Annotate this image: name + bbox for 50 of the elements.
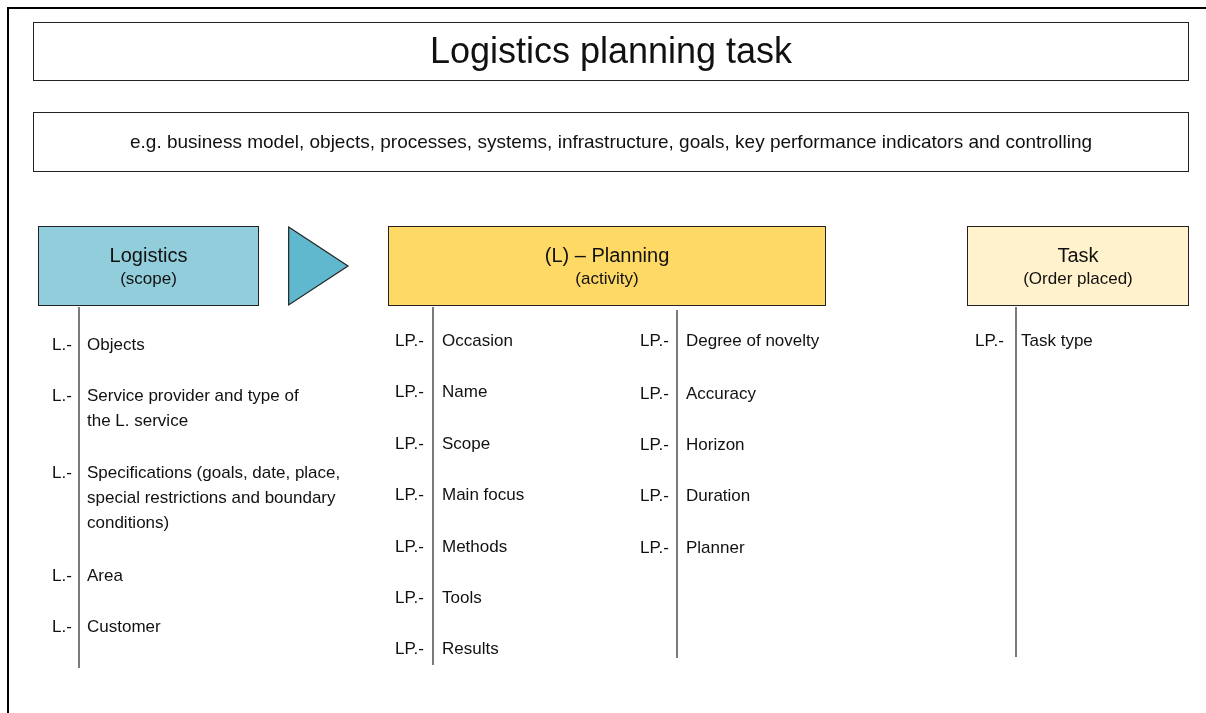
prefix-label: LP.- [975,330,1004,352]
description-text: e.g. business model, objects, processes, systems, infrastructure, goals, key performance indicators and controlling [128,129,1094,154]
list-item: Service provider and type of the L. service [87,385,300,432]
text-box [33,112,1189,172]
prefix-label: LP.- [640,434,669,456]
list-item: Duration [686,485,751,507]
list-item: Horizon [686,434,745,456]
prefix-label: LP.- [640,330,669,352]
prefix-label: L.- [52,616,72,638]
list-item: Planner [686,537,745,559]
text-box [33,22,1189,81]
list-item: Main focus [442,484,525,506]
text-box [967,226,1189,306]
prefix-label: L.- [52,462,72,484]
prefix-label: LP.- [395,484,424,506]
list-item: Specifications (goals, date, place, special restrictions and boundary conditions) [87,462,342,534]
prefix-label: LP.- [395,638,424,660]
box-heading: (L) – Planning [543,242,671,268]
prefix-label: L.- [52,565,72,587]
list-item: Objects [87,334,145,356]
title-text: Logistics planning task [428,29,794,74]
box-subheading: (activity) [574,267,640,290]
prefix-label: LP.- [640,383,669,405]
list-item: Area [87,565,123,587]
prefix-label: LP.- [395,536,424,558]
prefix-label: LP.- [395,433,424,455]
list-item: Scope [442,433,491,455]
prefix-label: LP.- [395,381,424,403]
prefix-label: L.- [52,334,72,356]
box-subheading: (scope) [119,267,178,290]
box-heading: Logistics [108,242,189,268]
list-item: Task type [1021,330,1093,352]
list-item: Accuracy [686,383,756,405]
text-box [388,226,826,306]
prefix-label: LP.- [640,485,669,507]
chevron-arrow [288,225,350,307]
list-item: Results [442,638,499,660]
prefix-label: LP.- [640,537,669,559]
list-item: Degree of novelty [686,330,820,352]
prefix-label: L.- [52,385,72,407]
box-subheading: (Order placed) [1022,267,1134,290]
box-heading: Task [1056,242,1100,268]
list-item: Name [442,381,488,403]
list-item: Customer [87,616,161,638]
list-item: Occasion [442,330,513,352]
text-box [38,226,259,306]
list-item: Tools [442,587,482,609]
prefix-label: LP.- [395,587,424,609]
prefix-label: LP.- [395,330,424,352]
list-item: Methods [442,536,508,558]
